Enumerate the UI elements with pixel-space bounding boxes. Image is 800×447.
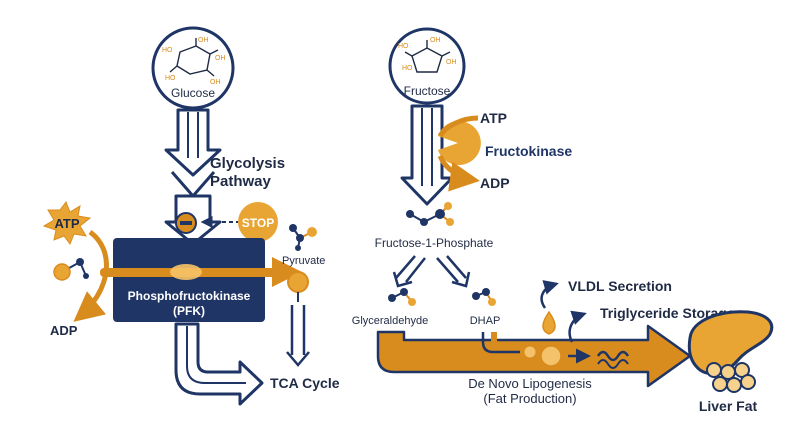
pfk-label-line1: Phosphofructokinase bbox=[128, 289, 251, 303]
pyruvate-down-arrow bbox=[286, 305, 310, 367]
atp-burst-icon: ATP bbox=[42, 200, 92, 246]
pyruvate-label: Pyruvate bbox=[282, 255, 325, 267]
stop-sign-icon: STOP bbox=[200, 202, 278, 242]
fructose-ring-icon: HO OH OH HO bbox=[398, 37, 457, 73]
liver-icon bbox=[687, 310, 774, 393]
svg-text:HO: HO bbox=[162, 47, 173, 54]
fructose-node: HO OH OH HO Fructose bbox=[388, 27, 466, 105]
adp-right-label: ADP bbox=[480, 175, 510, 191]
fat-droplet-icon bbox=[523, 310, 562, 367]
glyceraldehyde-molecule-icon bbox=[388, 288, 416, 306]
tg-label: Triglyceride Storage bbox=[600, 305, 735, 321]
svg-text:HO: HO bbox=[165, 75, 176, 82]
fructose-down-arrow bbox=[400, 104, 454, 206]
inhibitor-icon bbox=[175, 212, 197, 234]
glucose-label: Glucose bbox=[171, 86, 215, 100]
fructokinase-icon bbox=[438, 121, 481, 165]
svg-text:OH: OH bbox=[446, 59, 457, 66]
svg-text:OH: OH bbox=[198, 37, 209, 44]
glucose-down-arrow bbox=[164, 108, 222, 198]
atp-right-arrow bbox=[437, 115, 479, 138]
atp-left-label: ATP bbox=[54, 216, 79, 231]
stop-label: STOP bbox=[242, 216, 274, 230]
pyruvate-icon bbox=[287, 271, 309, 302]
tg-arrow bbox=[568, 310, 587, 343]
fructokinase-label: Fructokinase bbox=[485, 143, 572, 159]
split-arrows bbox=[392, 255, 471, 288]
pfk-label-line2: (PFK) bbox=[173, 304, 205, 318]
atp-right-label: ATP bbox=[480, 110, 507, 126]
f1p-molecule-icon bbox=[406, 202, 454, 226]
molecule-icon bbox=[289, 224, 317, 251]
glucose-ring-icon: HO OH OH HO OH bbox=[162, 37, 226, 86]
liver-fat-label: Liver Fat bbox=[699, 398, 758, 414]
pfk-enzyme-box: Phosphofructokinase (PFK) bbox=[100, 238, 278, 322]
phosphate-molecule-icon bbox=[53, 258, 89, 281]
adp-left-label: ADP bbox=[50, 323, 78, 338]
pathway-label-line2: Pathway bbox=[210, 173, 272, 190]
glucose-node: HO OH OH HO OH Glucose bbox=[151, 26, 235, 110]
tca-arrow bbox=[174, 322, 264, 406]
svg-text:HO: HO bbox=[402, 65, 413, 72]
vldl-arrow bbox=[540, 280, 559, 309]
f1p-label: Fructose-1-Phosphate bbox=[375, 236, 494, 250]
svg-text:OH: OH bbox=[430, 37, 441, 44]
fatty-acid-squiggle-2 bbox=[597, 359, 629, 369]
fructose-label: Fructose bbox=[404, 84, 451, 98]
glyceraldehyde-label: Glyceraldehyde bbox=[352, 315, 428, 327]
dnl-label-line2: (Fat Production) bbox=[483, 391, 576, 406]
fatty-acid-squiggle bbox=[596, 350, 630, 362]
pathway-label-line1: Glycolysis bbox=[210, 155, 285, 172]
svg-text:OH: OH bbox=[215, 55, 226, 62]
vldl-label: VLDL Secretion bbox=[568, 278, 672, 294]
tca-label: TCA Cycle bbox=[270, 375, 340, 391]
svg-text:HO: HO bbox=[398, 43, 409, 50]
svg-text:OH: OH bbox=[210, 79, 221, 86]
dhap-molecule-icon bbox=[472, 288, 496, 306]
dnl-label-line1: De Novo Lipogenesis bbox=[468, 376, 592, 391]
adp-right-arrow bbox=[437, 154, 480, 192]
dhap-label: DHAP bbox=[470, 315, 501, 327]
